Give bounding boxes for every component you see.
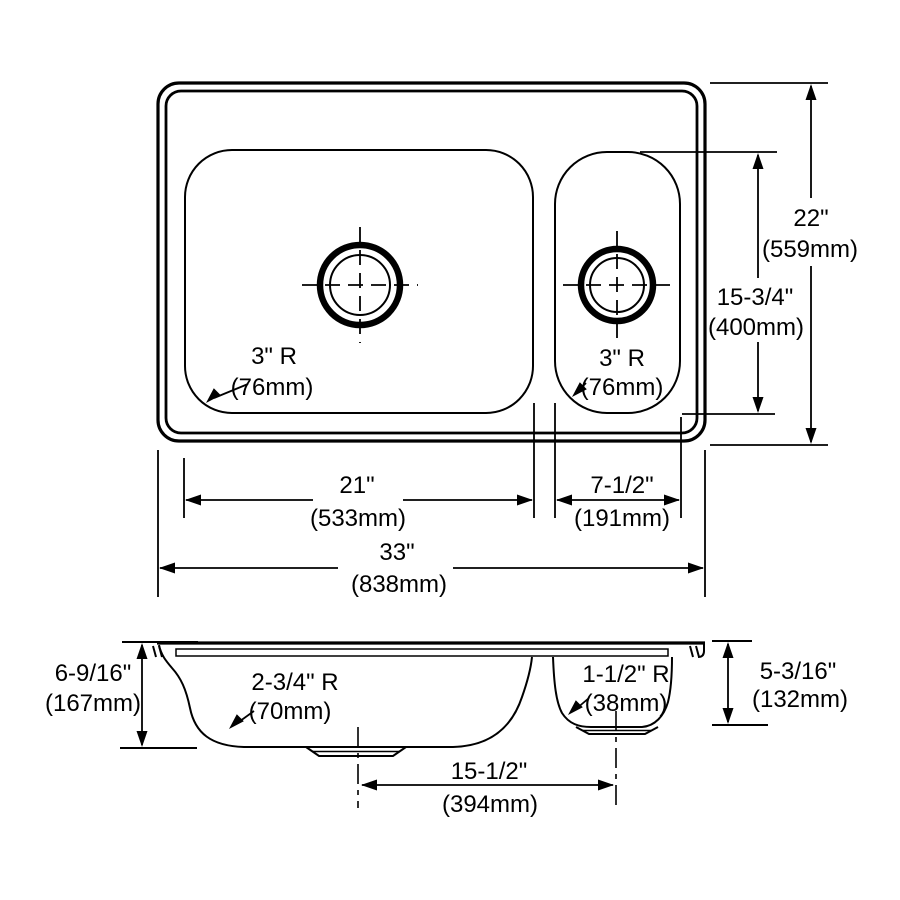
dimension-mm: (559mm) [762,236,858,263]
radius-label-inches: 1-1/2" R [582,661,669,688]
arrow-down-icon [752,397,764,413]
dimension-large-bowl-depth: 6-9/16" (167mm) [45,641,198,749]
radius-label-mm: (76mm) [231,374,314,401]
radius-label-inches: 3" R [599,345,645,372]
dimension-inches: 7-1/2" [590,472,653,499]
clip-mark [695,645,700,658]
dimension-mm: (132mm) [752,686,848,713]
dimension-mm: (838mm) [351,571,447,598]
dimension-large-bowl-width: 21" (533mm) [183,403,535,532]
dimension-inches: 15-1/2" [451,758,528,785]
arrow-right-icon [598,779,614,791]
arrow-right-icon [517,494,533,506]
arrow-right-icon [664,494,680,506]
arrow-up-icon [752,153,764,169]
large-bowl-profile [158,644,533,748]
dimension-inches: 15-3/4" [717,284,794,311]
small-bowl-drain [563,231,671,339]
small-bowl-bottom-radius-callout: 1-1/2" R (38mm) [568,661,670,717]
small-bowl-outline [554,151,681,414]
dimension-mm: (191mm) [574,505,670,532]
small-bowl-drain-fitting [575,726,659,735]
dimension-inches: 6-9/16" [55,660,132,687]
dimension-mm: (400mm) [708,314,804,341]
dimension-small-bowl-front-to-back: 15-3/4" (400mm) [640,151,804,415]
radius-label-mm: (70mm) [249,698,332,725]
rim-lip-band [175,648,669,657]
drain-fitting-outline [575,726,659,735]
arrow-up-icon [722,642,734,658]
arrow-left-icon [185,494,201,506]
clip-mark [152,645,157,658]
dimension-small-bowl-width: 7-1/2" (191mm) [554,403,682,532]
dimension-inches: 5-3/16" [760,658,837,685]
drain-outer-ring [577,245,657,325]
radius-label-inches: 2-3/4" R [251,669,338,696]
large-bowl-bottom-radius-callout: 2-3/4" R (70mm) [229,669,339,729]
dimension-drain-center-spacing: 15-1/2" (394mm) [361,758,614,818]
dimension-inches: 21" [339,472,374,499]
arrow-down-icon [805,428,817,444]
radius-label-inches: 3" R [251,343,297,370]
leader-arrow-icon [229,714,244,729]
leader-arrow-icon [572,382,587,397]
arrow-left-icon [361,779,377,791]
arrow-left-icon [556,494,572,506]
top-view: 3" R (76mm) 3" R (76mm) [156,81,707,443]
dimension-inches: 22" [793,205,828,232]
side-view: 2-3/4" R (70mm) 1-1/2" R (38mm) [152,641,705,808]
arrow-up-icon [805,84,817,100]
clip-mark [689,645,694,658]
large-bowl-radius-callout: 3" R (76mm) [206,343,313,403]
arrow-down-icon [136,731,148,747]
arrow-down-icon [722,708,734,724]
small-bowl-radius-callout: 3" R (76mm) [572,345,663,401]
dimension-small-bowl-depth: 5-3/16" (132mm) [712,640,848,726]
arrow-up-icon [136,643,148,659]
leader-arrow-icon [568,700,583,715]
sink-outer-rim [156,81,707,443]
large-bowl-outline [184,149,534,414]
large-bowl-drain-fitting [305,746,407,757]
mounting-clip-right [689,645,700,658]
radius-label-mm: (38mm) [585,690,668,717]
arrow-right-icon [688,562,704,574]
dimension-mm: (533mm) [310,505,406,532]
dimension-inches: 33" [379,539,414,566]
dimension-overall-front-to-back: 22" (559mm) [710,82,858,446]
large-bowl-drain [302,227,418,343]
sink-inner-rim [164,89,699,435]
leader-arrow-icon [206,388,221,403]
rim-right-edge [697,643,705,658]
dimension-mm: (394mm) [442,791,538,818]
radius-label-mm: (76mm) [581,374,664,401]
dimension-overall-width: 33" (838mm) [157,450,706,598]
dimension-mm: (167mm) [45,690,141,717]
arrow-left-icon [159,562,175,574]
